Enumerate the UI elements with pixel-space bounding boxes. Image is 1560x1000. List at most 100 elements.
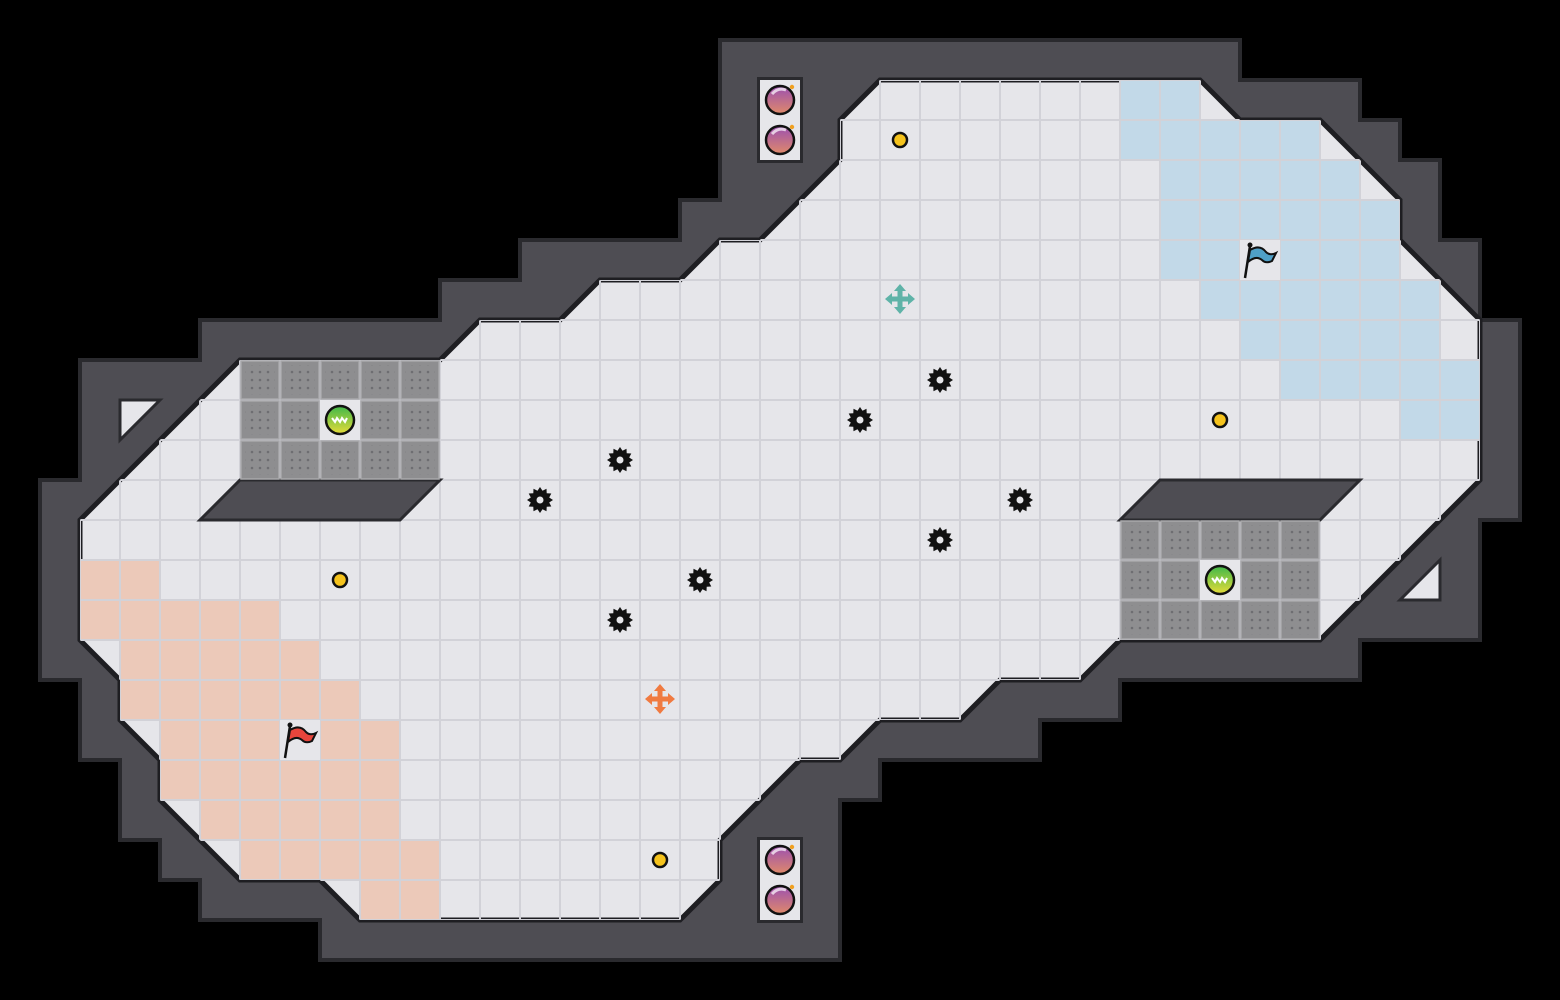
blue-zone-tile [1280, 160, 1320, 200]
blue-zone-tile [1120, 120, 1160, 160]
blue-zone-tile [1360, 360, 1400, 400]
blue-zone-tile [1320, 200, 1360, 240]
red-zone-tile [320, 680, 360, 720]
red-zone-tile [200, 800, 240, 840]
blue-zone-tile [1280, 200, 1320, 240]
red-zone-tile [160, 720, 200, 760]
notch-right [1396, 556, 1442, 602]
saw-hub [616, 456, 624, 464]
orb-zigzag [1211, 576, 1228, 584]
blue-zone-tile [1440, 400, 1480, 440]
bomb-fuse [789, 84, 795, 90]
blue-zone-tile [1120, 80, 1160, 120]
tile-dots [1205, 525, 1235, 555]
blue-zone-tile [1200, 240, 1240, 280]
red-zone-tile [120, 560, 160, 600]
red-zone-tile [320, 840, 360, 880]
blue-zone-tile [1360, 240, 1400, 280]
saw-saw-gear-icon [927, 367, 953, 393]
bomb-fuse [789, 124, 795, 130]
flag-knob [287, 722, 293, 728]
blue-zone-tile [1200, 160, 1240, 200]
blue-zone-tile [1280, 320, 1320, 360]
red-zone-tile [200, 600, 240, 640]
blue-zone-tile [1320, 320, 1360, 360]
red-zone-tile [200, 640, 240, 680]
red-zone-tile [240, 720, 280, 760]
red-zone-tile [240, 600, 280, 640]
blue-zone-tile [1240, 200, 1280, 240]
red-zone-tile [320, 760, 360, 800]
blue-zone-tile [1320, 360, 1360, 400]
red-zone-tile [240, 640, 280, 680]
bomb-bomb-icon [764, 884, 796, 916]
bomb-fuse [789, 844, 795, 850]
cross-shape [645, 684, 675, 714]
red-zone-tile [80, 560, 120, 600]
blue-zone-tile [1160, 200, 1200, 240]
blue-zone-tile [1320, 160, 1360, 200]
blue-zone-tile [1160, 160, 1200, 200]
saw-saw-gear-icon [607, 447, 633, 473]
red-zone-tile [400, 880, 440, 920]
blue-zone-tile [1400, 360, 1440, 400]
blue-zone-tile [1280, 280, 1320, 320]
blocks [240, 360, 1320, 640]
tile-dots [1285, 605, 1315, 635]
tile-dots [1245, 565, 1275, 595]
cross-shape [885, 284, 915, 314]
tile-dots [245, 405, 275, 435]
orb-green-orb-icon [1200, 560, 1240, 600]
red-zone-tile [160, 640, 200, 680]
blue-zone-tile [1360, 320, 1400, 360]
red-zone-tile [80, 600, 120, 640]
red-zone-tile [240, 760, 280, 800]
coin-coin-icon [651, 851, 669, 869]
bomb-bomb-icon [764, 84, 796, 116]
red-zone-tile [240, 800, 280, 840]
saw-hub [936, 536, 944, 544]
red-zone-tile [160, 680, 200, 720]
red-zone-tile [360, 800, 400, 840]
coin-body [1211, 411, 1229, 429]
red-zone-tile [360, 760, 400, 800]
red-zone-tile [360, 840, 400, 880]
tile-dots [1165, 525, 1195, 555]
tile-dots [1245, 525, 1275, 555]
blue-zone-tile [1360, 280, 1400, 320]
bomb-shine [770, 887, 787, 896]
coin-coin-icon [331, 571, 349, 589]
red-zone-tile [120, 600, 160, 640]
red-zone-tile [280, 640, 320, 680]
orb-zigzag [331, 416, 348, 424]
blue-zone-tile [1160, 120, 1200, 160]
entities [280, 84, 1280, 916]
coin-body [651, 851, 669, 869]
red-zone-tile [360, 720, 400, 760]
red-zone-tile [120, 640, 160, 680]
blue-zone-tile [1320, 240, 1360, 280]
tile-dots [365, 445, 395, 475]
saw-saw-gear-icon [847, 407, 873, 433]
blue-zone-tile [1200, 280, 1240, 320]
tile-dots [405, 445, 435, 475]
bomb-bomb-icon [764, 844, 796, 876]
flag-blue-flag-icon [1240, 240, 1280, 280]
flag-knob [1247, 242, 1253, 248]
blue-zone-tile [1160, 80, 1200, 120]
blue-zone-tile [1360, 200, 1400, 240]
coin-coin-icon [891, 131, 909, 149]
blue-zone-tile [1240, 280, 1280, 320]
red-zone-tile [240, 680, 280, 720]
bomb-bomb-icon [764, 124, 796, 156]
red-zone-tile [160, 600, 200, 640]
blue-zone-tile [1400, 320, 1440, 360]
saw-hub [856, 416, 864, 424]
bomb-shine [770, 127, 787, 136]
blue-zone-tile [1240, 320, 1280, 360]
saw-hub [1016, 496, 1024, 504]
tile-dots [1205, 605, 1235, 635]
blue-zone-tile [1280, 360, 1320, 400]
saw-saw-gear-icon [927, 527, 953, 553]
